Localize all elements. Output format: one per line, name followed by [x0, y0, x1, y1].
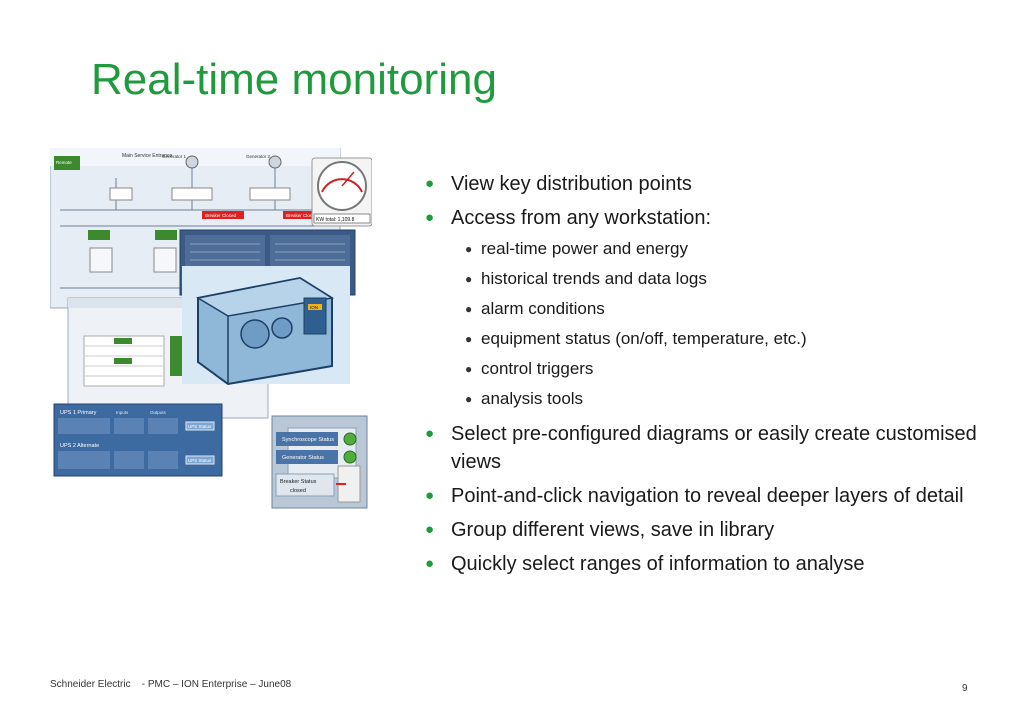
sub-bullet-item: alarm conditions [451, 294, 995, 324]
generator-status-label: Generator Status [282, 455, 324, 461]
footer-presentation-info: - PMC – ION Enterprise – June08 [141, 679, 292, 690]
bullet-item: Quickly select ranges of information to … [425, 550, 995, 578]
bullet-text: Select pre-configured diagrams or easily… [451, 423, 977, 473]
page-number: 9 [962, 683, 968, 694]
sub-bullet-item: control triggers [451, 354, 995, 384]
generator-illustration: ION [182, 266, 350, 386]
generator-status-indicator-icon [343, 450, 357, 464]
synchroscope-status-label: Synchroscope Status [282, 437, 334, 443]
footer-company: Schneider Electric [50, 679, 131, 690]
sub-bullet-item: analysis tools [451, 384, 995, 414]
bullet-text: Point-and-click navigation to reveal dee… [451, 485, 964, 507]
generator-2-label: Generator 2 [246, 154, 271, 159]
ups-outputs-header: Outputs [150, 410, 167, 415]
footer: Schneider Electric - PMC – ION Enterpris… [50, 679, 291, 690]
svg-text:UPS Status: UPS Status [188, 424, 212, 429]
generator-status-panel: Synchroscope Status Generator Status Bre… [271, 415, 368, 509]
bullet-text: Access from any workstation: [451, 207, 712, 229]
ups-status-panel: UPS 1 Primary Inputs Outputs UPS Status … [53, 403, 223, 477]
ups1-status-button[interactable] [185, 421, 215, 431]
bullet-item: Point-and-click navigation to reveal dee… [425, 482, 995, 510]
ups2-alternate-label: UPS 2 Alternate [60, 443, 99, 449]
main-service-entrance-label: Main Service Entrance [122, 153, 173, 159]
svg-text:ION: ION [310, 305, 318, 310]
remote-status-badge [54, 156, 80, 170]
monitoring-screenshot-collage: Main Service Entrance Remote Generator 1… [50, 148, 372, 509]
bullet-text: View key distribution points [451, 173, 692, 195]
bullet-item: View key distribution points [425, 170, 995, 198]
breaker-status-label: Breaker Status [280, 479, 317, 485]
svg-text:Breaker Closed: Breaker Closed [286, 213, 318, 218]
bullet-item: Group different views, save in library [425, 516, 995, 544]
generator-1-label: Generator 1 [162, 154, 187, 159]
svg-text:Breaker Closed: Breaker Closed [205, 213, 237, 218]
gauge-total-readout: KW total: 1,109.8 [316, 217, 355, 223]
breaker-closed-badge-2 [283, 211, 325, 219]
bullet-item: Select pre-configured diagrams or easily… [425, 420, 995, 476]
sub-bullet-list: real-time power and energyhistorical tre… [451, 234, 995, 414]
ups2-status-button[interactable] [185, 455, 215, 465]
ups1-primary-label: UPS 1 Primary [60, 410, 97, 416]
kw-gauge: KW total: 1,109.8 [311, 157, 372, 227]
svg-text:Remote: Remote [56, 160, 72, 165]
generator-1-icon [185, 155, 199, 169]
bullet-item: Access from any workstation: real-time po… [425, 204, 995, 414]
svg-text:UPS Status: UPS Status [188, 458, 212, 463]
bullet-text: Group different views, save in library [451, 519, 775, 541]
breaker-closed-badge-1 [202, 211, 244, 219]
bullet-list: View key distribution pointsAccess from … [425, 170, 995, 584]
bullet-text: Quickly select ranges of information to … [451, 553, 865, 575]
gauge-needle [341, 171, 355, 187]
generator-2-icon [268, 155, 282, 169]
sub-bullet-item: historical trends and data logs [451, 264, 995, 294]
slide-title: Real-time monitoring [91, 55, 497, 104]
sub-bullet-item: real-time power and energy [451, 234, 995, 264]
ups-inputs-header: Inputs [116, 410, 129, 415]
synchroscope-indicator-icon [343, 432, 357, 446]
breaker-status-value: closed [290, 488, 306, 494]
sub-bullet-item: equipment status (on/off, temperature, e… [451, 324, 995, 354]
ion-badge [308, 304, 322, 310]
